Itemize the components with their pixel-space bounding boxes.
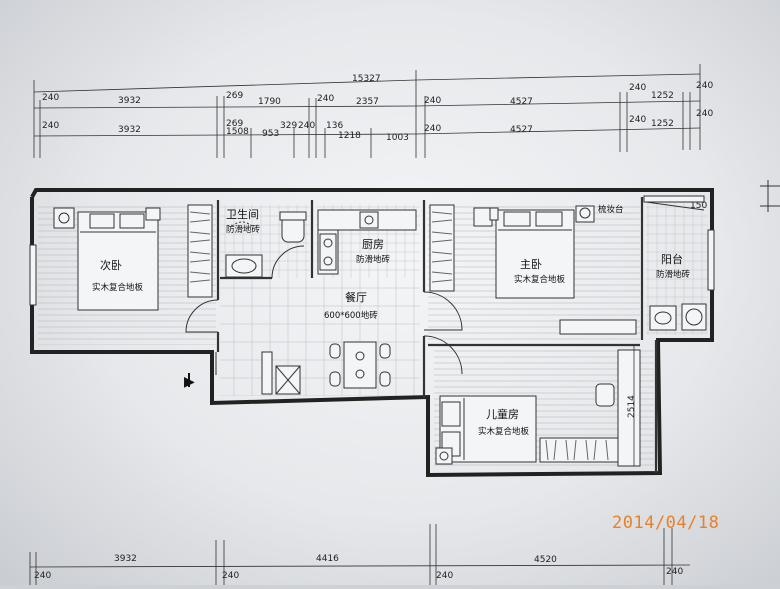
second-bedroom-floor-label: 实木复合地板 xyxy=(92,282,144,293)
dim-r1-6: 240 xyxy=(424,96,441,106)
dim-r2-0: 240 xyxy=(42,121,59,131)
top-dimension-labels: 15327 240 3932 269 1790 240 2357 240 452… xyxy=(42,74,713,143)
dim-r2-2: 269 xyxy=(226,119,243,129)
wardrobe-second-bedroom xyxy=(187,204,213,298)
door-swings xyxy=(185,245,463,375)
date-stamp: 2014/04/18 xyxy=(612,513,720,533)
desk-children xyxy=(617,349,641,467)
dim-b-3: 4416 xyxy=(316,554,339,564)
dim-r1-4: 240 xyxy=(317,94,334,104)
inner-walls xyxy=(216,197,658,473)
wardrobe-master xyxy=(429,204,455,292)
dim-b-4: 240 xyxy=(436,571,453,581)
dim-r2-12: 240 xyxy=(629,115,646,125)
bathroom-name: 卫生间 xyxy=(226,207,259,221)
dim-r2-3: 1508 xyxy=(226,127,249,137)
windows xyxy=(29,195,715,306)
second-bedroom-furniture xyxy=(53,204,213,311)
master-bedroom-furniture xyxy=(429,204,637,335)
dim-children-depth: 2514 xyxy=(627,395,637,418)
walls xyxy=(30,188,714,478)
bottom-dimension-labels: 240 3932 240 4416 240 4520 240 xyxy=(34,554,683,581)
dim-r1-5: 2357 xyxy=(356,97,379,107)
wardrobe-hangers-1 xyxy=(189,211,211,283)
dim-r1-10: 240 xyxy=(696,81,713,91)
master-bedroom-floor-label: 实木复合地板 xyxy=(514,274,566,285)
master-bedroom-name: 主卧 xyxy=(520,258,542,271)
bathroom-floor-label: 防滑地砖 xyxy=(226,224,261,235)
nightstand-master xyxy=(473,207,493,227)
kitchen-fixtures xyxy=(317,209,417,275)
dim-r2-5: 329 xyxy=(280,121,297,131)
dim-r2-8: 1218 xyxy=(338,131,361,141)
kitchen-floor-label: 防滑地砖 xyxy=(356,254,391,265)
wardrobe-hangers-3 xyxy=(545,439,609,461)
balcony-fixtures xyxy=(645,201,707,331)
shoe-cabinet xyxy=(261,351,273,395)
dim-b-2: 240 xyxy=(222,571,239,581)
dim-r1-2: 269 xyxy=(226,91,243,101)
dim-overall: 15327 xyxy=(352,74,381,84)
dim-r2-7: 136 xyxy=(326,121,343,131)
dim-r2-11: 4527 xyxy=(510,125,533,135)
desk-master xyxy=(559,319,637,335)
top-dimension-lines xyxy=(33,64,701,158)
dining-name: 餐厅 xyxy=(345,290,367,304)
kitchen-name: 厨房 xyxy=(362,238,384,251)
entrance-bar xyxy=(188,373,190,387)
dining-table xyxy=(261,341,391,395)
dim-r1-1: 3932 xyxy=(118,96,141,106)
dim-r2-14: 240 xyxy=(696,109,713,119)
wardrobe-hangers-2 xyxy=(431,211,453,283)
children-room-name: 儿童房 xyxy=(486,407,519,421)
chair-children xyxy=(595,383,615,407)
dim-b-5: 4520 xyxy=(534,555,557,565)
dim-r1-8: 240 xyxy=(629,83,646,93)
dim-b-1: 3932 xyxy=(114,554,137,564)
bathroom-fixtures xyxy=(225,211,307,278)
dim-r2-1: 3932 xyxy=(118,125,141,135)
dim-r2-13: 1252 xyxy=(651,119,674,129)
dim-r1-9: 1252 xyxy=(651,91,674,101)
dim-balcony-small: 150 xyxy=(690,201,707,211)
dining-floor-label: 600*600地砖 xyxy=(324,310,378,321)
dim-r2-4: 953 xyxy=(262,129,279,139)
dim-r1-0: 240 xyxy=(42,93,59,103)
dim-b-0: 240 xyxy=(34,571,51,581)
wardrobe-children xyxy=(539,437,619,463)
dim-r2-10: 240 xyxy=(424,124,441,134)
second-bedroom-name: 次卧 xyxy=(100,258,122,272)
dim-r1-7: 4527 xyxy=(510,97,533,107)
dim-b-6: 240 xyxy=(666,567,683,577)
dim-r1-3: 1790 xyxy=(258,97,281,107)
right-edge-marks xyxy=(760,180,780,212)
dim-r2-9: 1003 xyxy=(386,133,409,143)
dim-r2-6: 240 xyxy=(298,121,315,131)
balcony-floor-label: 防滑地砖 xyxy=(656,269,691,280)
balcony-name: 阳台 xyxy=(661,252,683,266)
children-room-floor-label: 实木复合地板 xyxy=(478,426,530,437)
children-room-furniture xyxy=(435,349,641,467)
bottom-dimension-lines xyxy=(29,524,691,585)
vanity-label: 梳妆台 xyxy=(598,204,624,215)
